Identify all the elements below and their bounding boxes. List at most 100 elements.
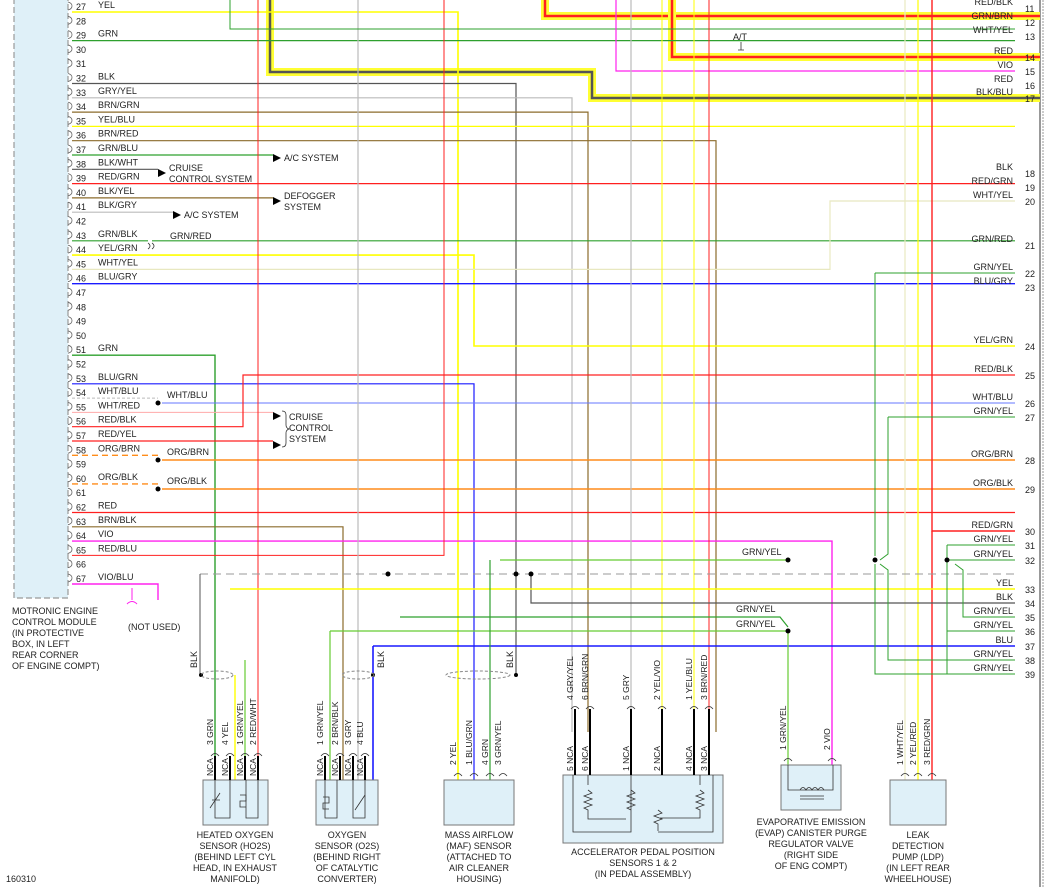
- wire: [879, 416, 1015, 661]
- ecm-pin-number: 36: [76, 131, 86, 141]
- right-pin-wire-label: GRN/YEL: [973, 620, 1013, 630]
- wire: [72, 200, 1015, 270]
- ecm-pin-terminal-icon: [67, 430, 73, 440]
- terminal-label: 2 YEL: [448, 742, 458, 765]
- org-brn-label: ORG/BRN: [167, 447, 209, 457]
- ecm-pin-wire-label: BLK: [98, 72, 115, 82]
- ecm-pin-wire-label: RED: [98, 501, 118, 511]
- terminal-icon: [335, 753, 345, 757]
- ecm-pin-wire-label: RED/GRN: [98, 172, 140, 182]
- right-pin-wire-label: RED/GRN: [971, 176, 1013, 186]
- terminal-icon: [900, 773, 910, 777]
- splice-grn-yel-1: [785, 557, 791, 563]
- ecm-pin-terminal-icon: [67, 259, 73, 268]
- ecm-pin-number: 27: [76, 2, 86, 12]
- ecm-pin-number: 57: [76, 431, 86, 441]
- right-pin-wire-label: GRN/YEL: [973, 406, 1013, 416]
- terminal-label: 3 GRN/YEL: [493, 720, 503, 765]
- right-pin-wire-label: GRN/RED: [971, 234, 1013, 244]
- ecm-pin-wire-label: BRN/RED: [98, 129, 139, 139]
- right-pin-number: 21: [1025, 241, 1035, 251]
- pigtail-label: NCA: [355, 758, 365, 776]
- ecm-pin-number: 58: [76, 445, 86, 455]
- terminal-icon: [225, 753, 235, 757]
- ecm-pin-number: 37: [76, 145, 86, 155]
- terminal-label: 1 WHT/YEL: [895, 720, 905, 765]
- ecm-pin-terminal-icon: [67, 15, 73, 25]
- ecm-pin-terminal-icon: [67, 502, 73, 511]
- right-pin-number: 26: [1025, 399, 1035, 409]
- shields: [200, 670, 511, 680]
- right-pin-wire-label: ORG/BLK: [973, 478, 1013, 488]
- terminal-label: 3 BRN/RED: [699, 655, 709, 700]
- ecm-pin-number: 35: [76, 116, 86, 126]
- right-pin-number: 30: [1025, 527, 1035, 537]
- terminal-icon: [348, 753, 358, 757]
- ecm-pin-number: 65: [76, 545, 86, 555]
- pigtail-label: NCA: [330, 758, 340, 776]
- ecm-pin-wire-label: VIO: [98, 529, 114, 539]
- ecm-pin-terminal-icon: [67, 173, 73, 182]
- terminal-icon: [240, 753, 250, 757]
- ecm-pin-terminal-icon: [67, 1, 73, 11]
- ecm-pin-terminal-icon: [67, 130, 73, 140]
- splice-grn-yel-4: [944, 557, 950, 563]
- ecm-pin-terminal-icon: [67, 30, 73, 39]
- terminal-label: 4 BLU: [355, 721, 365, 745]
- right-pin-wire-label: BLK: [996, 162, 1013, 172]
- figure-id: 160310: [6, 874, 36, 884]
- wires: [72, 0, 1015, 780]
- ecm-pin-terminal-icon: [67, 87, 73, 97]
- grn-yel-label-1: GRN/YEL: [742, 547, 782, 557]
- ecm-pin-number: 34: [76, 102, 86, 112]
- pigtail-label: 4 NCA: [684, 746, 694, 771]
- not-used-terminal-icon: [126, 588, 138, 605]
- ecm-pin-wire-label: GRY/YEL: [98, 86, 137, 96]
- ecm-pin-number: 60: [76, 474, 86, 484]
- right-pin-wire-label: ORG/BRN: [971, 449, 1013, 459]
- wire: [72, 82, 517, 675]
- terminal-label: 3 GRY: [343, 719, 353, 745]
- ecm-pin-number: 46: [76, 274, 86, 284]
- terminal-icon: [913, 773, 923, 777]
- right-pin-number: 12: [1025, 18, 1035, 28]
- ecm-pin-terminal-icon: [67, 573, 73, 583]
- terminal-label: 6 BRN/GRN: [580, 654, 590, 700]
- pigtail-label: NCA: [235, 758, 245, 776]
- splice-org-brn: [155, 457, 161, 463]
- blk-label-ho2s: BLK: [189, 651, 199, 668]
- terminal-label: 3 GRN: [205, 719, 215, 745]
- right-pin-wire-label: GRN/YEL: [973, 262, 1013, 272]
- terminal-label: 5 GRY: [621, 674, 631, 700]
- shield-o2s: [341, 670, 375, 680]
- ecm-pin-terminal-icon: [67, 201, 73, 211]
- ecm-pin-wire-label: BRN/GRN: [98, 100, 140, 110]
- right-pin-wire-label: GRN/BRN: [971, 11, 1013, 21]
- pigtail-label: 1 NCA: [621, 746, 631, 771]
- ecm-pin-terminal-icon: [67, 301, 73, 311]
- right-pin-number: 31: [1025, 541, 1035, 551]
- terminal-icon: [498, 773, 508, 777]
- terminal-icon: [360, 753, 370, 757]
- ecm-pin-terminal-icon: [67, 359, 73, 368]
- ecm-pin-wire-label: ORG/BRN: [98, 443, 140, 453]
- ecm-pin-terminal-icon: [67, 459, 73, 468]
- ecm-pin-wire-label: YEL/BLU: [98, 114, 135, 124]
- ecm-pin-terminal-icon: [67, 244, 73, 254]
- ecm-pin-number: 64: [76, 531, 86, 541]
- splice-org-blk: [155, 486, 161, 492]
- terminal-icon: [469, 773, 479, 777]
- ecm-pin-terminal-icon: [67, 101, 73, 111]
- shield-maf: [445, 670, 511, 680]
- ecm-pin-wire-label: BLK/WHT: [98, 157, 139, 167]
- wire: [229, 0, 1015, 30]
- ecm-pin-number: 28: [76, 16, 86, 26]
- ecm-pin-wire-label: BRN/BLK: [98, 515, 137, 525]
